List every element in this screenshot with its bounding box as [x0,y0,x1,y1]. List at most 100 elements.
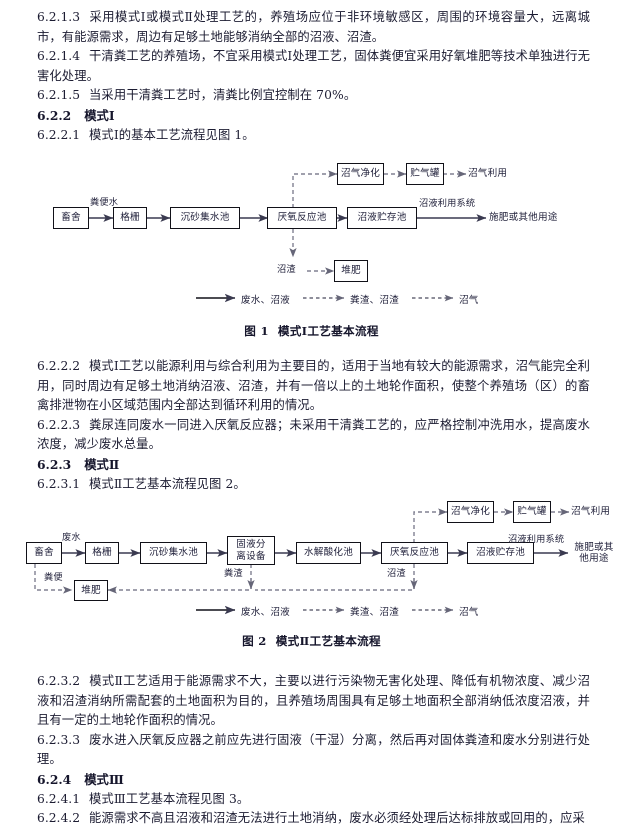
figure1-node-biogas-purification[interactable]: 沼气净化 [337,163,384,185]
figure-2-caption: 图 2 模式Ⅱ工艺基本流程 [0,633,623,649]
edge-label-text: 粪便水 [90,197,119,208]
clause-text: 模式Ⅱ工艺基本流程见图 2。 [89,476,246,491]
clause-number: 6.2.1.4 [37,49,81,64]
figure2-edge-label-slurry-utilization-system: 沼液利用系统 [508,535,564,545]
heading-text: 模式Ⅰ [84,107,115,123]
clause-number: 6.2.3.3 [37,732,81,747]
figure1-node-grit-chamber[interactable]: 沉砂集水池 [170,207,240,229]
clause-text: 干清粪工艺的养殖场，不宜采用模式Ⅰ处理工艺，固体粪便宜采用好氧堆肥等技术单独进行… [37,49,590,83]
figure2-edge-label-manure: 粪便 [44,573,63,583]
clause-number: 6.2.1.3 [37,10,81,24]
clause-text: 模式Ⅰ工艺以能源利用与综合利用为主要目的，适用于当地有较大的能源需求，沼气能完全… [37,359,590,413]
node-label: 沼气净化 [450,506,491,518]
plain-label-text: 施肥或其他用途 [489,212,558,223]
figure1-node-livestock-house[interactable]: 畜舍 [53,207,89,229]
clause-text: 能源需求不高且沼液和沼渣无法进行土地消纳，废水必须经处理后达标排放或回用的，应采 [89,811,585,826]
legend-label: 废水、沼液 [241,607,290,618]
figure2-label-biogas-utilization: 沼气利用 [571,506,610,517]
node-label: 堆肥 [81,584,101,596]
edge-label-text: 沼液利用系统 [419,198,476,209]
node-label: 畜舍 [34,547,54,559]
figure-1-canvas: 畜舍 格栅 沉砂集水池 厌氧反应池 沼液贮存池 沼气净化 贮气罐 堆肥 沼气利用… [0,152,623,300]
caption-label: 图 2 [242,634,267,648]
node-label: 格栅 [120,212,140,224]
caption-text: 模式Ⅱ工艺基本流程 [275,634,381,648]
clause-number: 6.2.1.5 [37,88,81,103]
node-label: 沼液贮存池 [476,547,525,559]
legend-label: 粪渣、沼渣 [350,607,399,618]
figure-1-legend: 废水、沼液 粪渣、沼渣 沼气 [0,288,623,308]
clause-text: 采用模式Ⅰ或模式Ⅱ处理工艺的，养殖场应位于非环境敏感区，周围的环境容量大，远离城… [37,10,590,44]
figure1-node-compost[interactable]: 堆肥 [334,260,368,282]
clause-text: 模式Ⅰ的基本工艺流程见图 1。 [89,127,255,142]
figure1-node-anaerobic-tank[interactable]: 厌氧反应池 [267,207,337,229]
figure2-legend-biogas: 沼气 [459,604,479,618]
figure2-node-anaerobic-tank[interactable]: 厌氧反应池 [381,542,448,564]
figure2-node-livestock-house[interactable]: 畜舍 [26,542,62,564]
figure2-node-compost[interactable]: 堆肥 [74,580,108,601]
figure-1-wires [88,170,487,275]
node-label: 畜舍 [61,212,81,224]
figure2-edge-label-manure-residue: 粪渣 [224,569,243,579]
node-label: 固液分离设备 [236,539,266,562]
figure2-node-grate[interactable]: 格栅 [85,542,119,564]
node-label: 贮气罐 [410,168,440,180]
clause-number: 6.2.3.1 [37,476,81,491]
clause-text: 废水进入厌氧反应器之前应先进行固液（干湿）分离，然后再对固体粪渣和废水分别进行处… [37,732,590,767]
figure2-node-gas-holder[interactable]: 贮气罐 [513,501,551,523]
node-label: 沼气净化 [340,168,381,180]
clause-number: 6.2.3 [37,456,72,472]
figure-2-legend-wires [196,605,454,615]
clause-number: 6.2.2.2 [37,359,81,373]
edge-label-text: 粪便 [44,572,63,583]
figure2-edge-label-biogas-residue: 沼渣 [387,569,406,579]
figure-2: 畜舍 格栅 沉砂集水池 固液分离设备 水解酸化池 厌氧反应池 沼液贮存池 沼气净… [0,492,623,662]
plain-label-text: 施肥或其他用途 [574,542,614,565]
figure1-node-grate[interactable]: 格栅 [113,207,147,229]
figure1-node-gas-holder[interactable]: 贮气罐 [406,163,444,185]
edge-label-text: 粪渣 [224,568,243,579]
figure2-node-hydrolysis-acidification-tank[interactable]: 水解酸化池 [296,542,361,564]
clause-text: 粪尿连同废水一同进入厌氧反应器；未采用干清粪工艺的，应严格控制冲洗用水，提高废水… [37,417,590,452]
figure2-node-slurry-storage-tank[interactable]: 沼液贮存池 [467,542,534,564]
figure2-node-grit-chamber[interactable]: 沉砂集水池 [140,542,207,564]
figure-2-canvas: 畜舍 格栅 沉砂集水池 固液分离设备 水解酸化池 厌氧反应池 沼液贮存池 沼气净… [0,492,623,610]
figure2-legend-wastewater: 废水、沼液 [241,604,290,618]
figure-1: 畜舍 格栅 沉砂集水池 厌氧反应池 沼液贮存池 沼气净化 贮气罐 堆肥 沼气利用… [0,152,623,342]
clause-text: 模式Ⅱ工艺适用于能源需求不大，主要以进行污染物无害化处理、降低有机物浓度、减少沼… [37,674,590,728]
caption-label: 图 1 [244,324,269,338]
figure1-edge-label-biogas-residue: 沼渣 [277,265,296,275]
figure2-node-solid-liquid-separator[interactable]: 固液分离设备 [227,536,275,565]
clause-number: 6.2.4 [37,771,72,787]
figure1-node-slurry-storage-tank[interactable]: 沼液贮存池 [347,207,417,229]
figure2-legend-manure-residue: 粪渣、沼渣 [350,604,399,618]
figure1-legend-wastewater: 废水、沼液 [241,292,290,306]
plain-label-text: 沼气利用 [468,168,508,179]
figure2-node-biogas-purification[interactable]: 沼气净化 [447,501,494,523]
node-label: 沼液贮存池 [357,212,407,224]
legend-label: 粪渣、沼渣 [350,295,399,306]
node-label: 沉砂集水池 [180,212,230,224]
paragraph-6.2.1.5: 6.2.1.5 当采用干清粪工艺时，清粪比例宜控制在 70%。 [37,86,590,106]
edge-label-text: 沼液利用系统 [508,534,565,545]
edge-label-text: 废水 [62,532,81,543]
clause-text: 模式Ⅲ工艺基本流程见图 3。 [89,791,250,806]
legend-label: 废水、沼液 [241,295,290,306]
legend-label: 沼气 [459,295,479,306]
node-label: 堆肥 [341,265,361,277]
clause-text: 当采用干清粪工艺时，清粪比例宜控制在 70%。 [89,88,357,103]
